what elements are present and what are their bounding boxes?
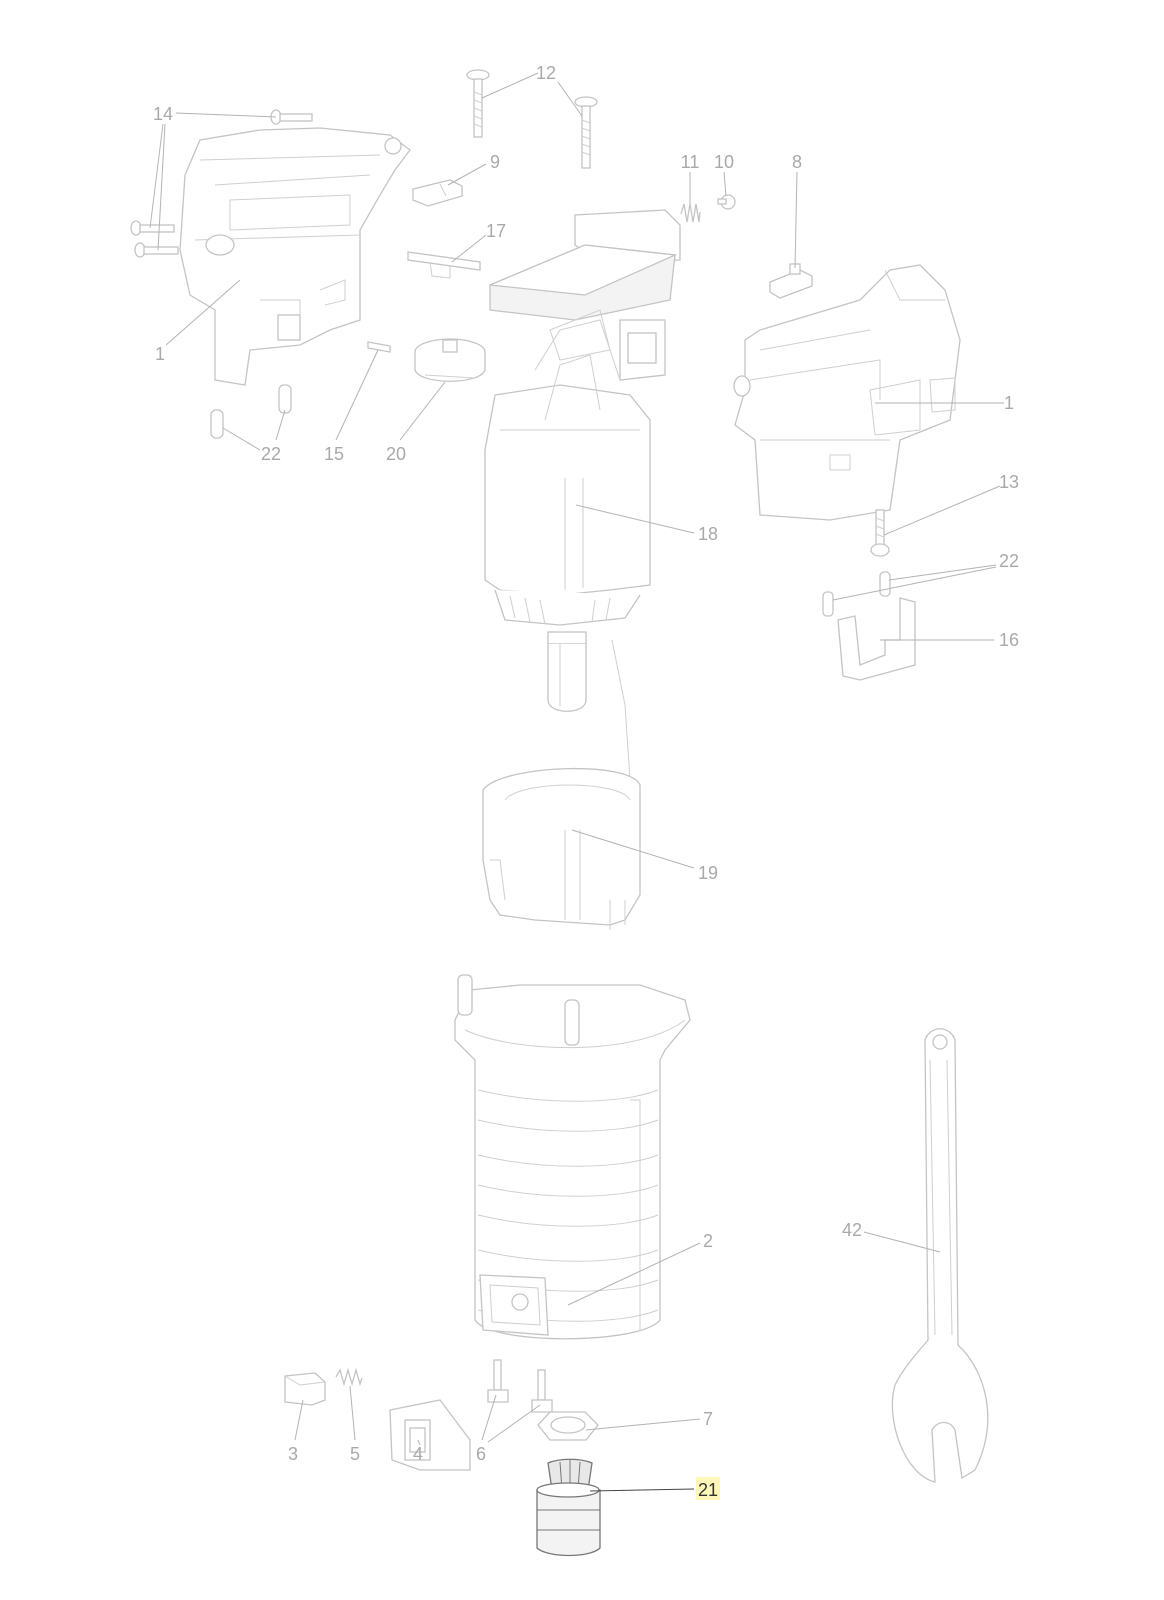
leader-18 [575,504,695,534]
part-11-spring [680,203,701,223]
callout-20: 20 [386,444,406,464]
leader-19 [571,829,695,869]
leader-2 [567,1242,701,1306]
leader-14b [149,123,164,229]
callout-12: 12 [536,63,556,83]
leader-12b [557,81,583,117]
part-21-collet [536,1458,601,1557]
callout-6: 6 [476,1444,486,1464]
part-2-base-housing [454,974,691,1340]
part-19-sleeve [482,767,641,930]
callout-19: 19 [698,863,718,883]
callout-10: 10 [714,152,734,172]
part-7-nut [537,1411,599,1441]
part-14-screws [130,109,313,258]
leader-21 [589,1488,695,1492]
part-4-clamp [389,1399,471,1471]
leader-22b-1 [888,564,997,581]
leader-15 [335,349,379,441]
part-6-screws [487,1359,553,1413]
leader-22a-1 [222,427,261,451]
leader-4 [417,1439,421,1446]
leader-1a [165,279,241,346]
part-12-screws [466,69,598,169]
part-8-button [769,263,813,299]
leader-6b [487,1404,541,1443]
leader-42 [863,1231,941,1253]
leader-lines [149,72,1004,1492]
callout-22-right: 22 [999,551,1019,571]
callout-17: 17 [486,221,506,241]
callout-3: 3 [288,1444,298,1464]
part-3-knob [284,1372,326,1406]
leader-8 [794,171,798,269]
leader-6a [481,1394,497,1441]
leader-10 [723,171,727,197]
part-42-wrench [891,1028,989,1483]
leader-17 [451,234,487,263]
callout-1-right: 1 [1004,393,1014,413]
callout-4: 4 [413,1444,423,1464]
part-9-slider [412,179,463,207]
leader-7 [585,1418,701,1431]
part-16-bracket [837,597,916,681]
part-22-dowels-left [210,384,292,439]
part-17-bar [407,251,481,279]
part-5-spring [335,1367,363,1387]
part-20-brush-holder [414,338,486,382]
callout-13: 13 [999,472,1019,492]
callout-21: 21 [698,1480,718,1500]
callout-5: 5 [350,1444,360,1464]
callout-18: 18 [698,524,718,544]
part-1-housing-right [733,264,961,521]
leader-22b-2 [832,566,997,601]
leader-12a [481,72,539,99]
callout-21-highlight [696,1477,720,1500]
part-switch-module [489,209,681,381]
part-1-housing-left [179,127,411,386]
callout-9: 9 [490,152,500,172]
callout-22-left: 22 [261,444,281,464]
leader-3 [294,1399,304,1441]
callout-42: 42 [842,1220,862,1240]
part-18-motor [484,319,651,841]
part-15-pin [367,341,391,353]
leader-22a-2 [275,409,286,441]
callout-7: 7 [703,1409,713,1429]
leader-20 [399,381,446,441]
part-22-dowels-right [822,571,891,617]
callout-labels: 12 14 9 11 10 8 17 1 1 22 15 20 13 18 22… [153,63,1019,1500]
callout-15: 15 [324,444,344,464]
part-13-screw [870,509,890,557]
part-10-screw [717,194,736,210]
callout-16: 16 [999,630,1019,650]
callout-1-left: 1 [155,344,165,364]
callout-2: 2 [703,1231,713,1251]
callout-14: 14 [153,104,173,124]
leader-9 [447,163,487,186]
callout-8: 8 [792,152,802,172]
leader-14a [175,112,277,118]
leader-14c [157,123,166,251]
leader-13 [883,485,1001,536]
leader-5 [349,1385,356,1441]
callout-11: 11 [681,152,700,172]
